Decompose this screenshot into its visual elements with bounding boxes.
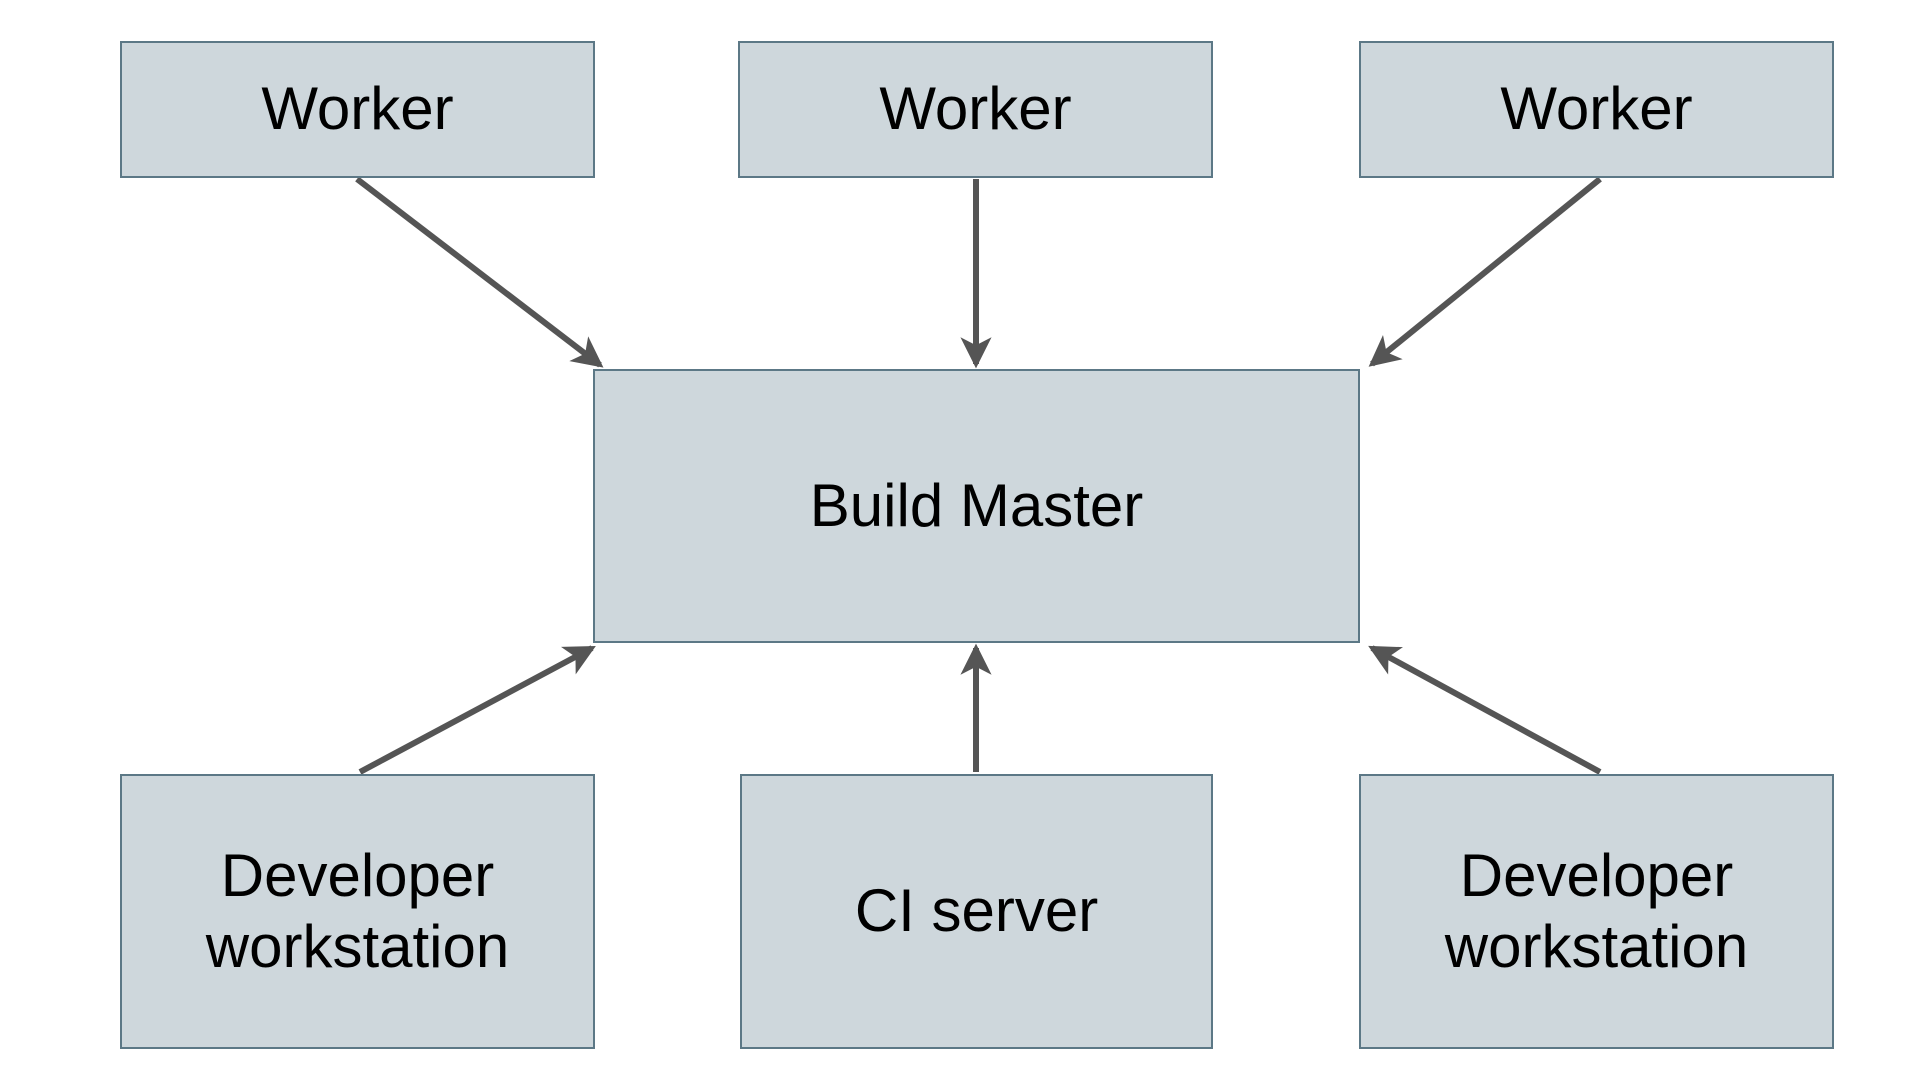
node-developer-workstation-2-label: Developer workstation (1444, 841, 1749, 980)
node-developer-workstation-1[interactable]: Developer workstation (120, 774, 595, 1049)
node-developer-workstation-2[interactable]: Developer workstation (1359, 774, 1834, 1049)
node-worker-3-label: Worker (1500, 75, 1693, 143)
node-build-master[interactable]: Build Master (593, 369, 1360, 643)
node-developer-workstation-1-label: Developer workstation (205, 841, 510, 980)
node-worker-2-label: Worker (879, 75, 1072, 143)
node-worker-1[interactable]: Worker (120, 41, 595, 178)
edge-dev-workstation-2-to-build-master (1368, 645, 1602, 775)
node-worker-2[interactable]: Worker (738, 41, 1213, 178)
node-build-master-label: Build Master (809, 471, 1144, 539)
node-ci-server[interactable]: CI server (740, 774, 1213, 1049)
edge-worker-3-to-build-master (1368, 176, 1602, 367)
node-ci-server-label: CI server (854, 877, 1099, 945)
node-worker-1-label: Worker (261, 75, 454, 143)
edge-worker-1-to-build-master (355, 176, 604, 368)
node-worker-3[interactable]: Worker (1359, 41, 1834, 178)
edge-dev-workstation-1-to-build-master (358, 645, 596, 775)
